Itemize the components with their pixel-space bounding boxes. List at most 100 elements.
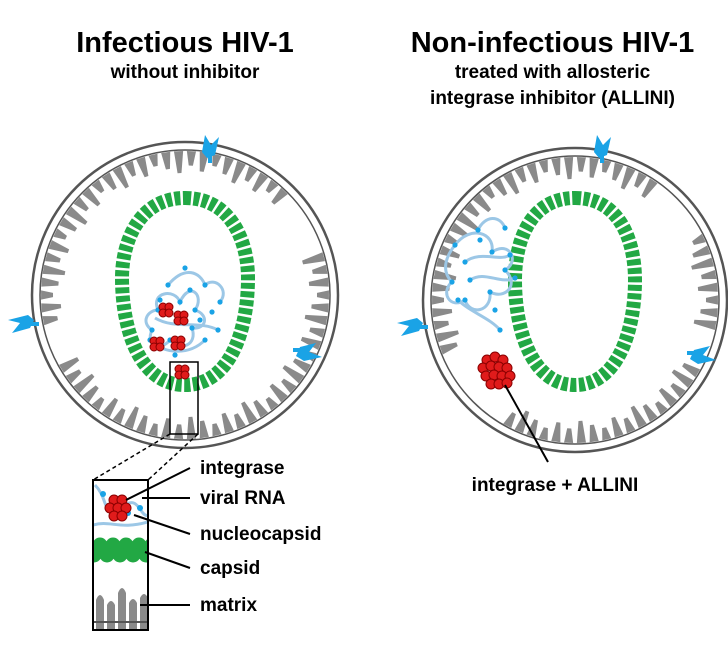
matrix-protein — [265, 396, 279, 411]
matrix-protein — [148, 423, 158, 437]
matrix-protein — [124, 406, 139, 430]
matrix-protein — [538, 427, 548, 441]
label-integrase: integrase — [200, 458, 284, 479]
matrix-protein — [602, 427, 612, 441]
matrix-protein — [538, 159, 548, 173]
matrix-protein — [308, 277, 329, 287]
matrix-protein — [65, 206, 88, 225]
zoom-line-left — [92, 433, 171, 481]
capsid-cone — [507, 190, 643, 393]
matrix-protein — [620, 166, 636, 190]
matrix-protein — [271, 187, 288, 205]
matrix-protein — [692, 245, 711, 258]
matrix-protein — [551, 157, 561, 176]
nucleocapsid-dot — [492, 307, 498, 313]
matrix-protein — [59, 217, 78, 232]
matrix-protein — [41, 290, 54, 300]
matrix-protein — [221, 412, 234, 434]
matrix-protein — [576, 157, 586, 172]
inset-integrase-cluster — [104, 494, 132, 522]
matrix-protein — [514, 166, 527, 183]
matrix-protein — [233, 413, 246, 430]
nucleocapsid-dot — [452, 242, 458, 248]
matrix-protein — [73, 196, 89, 212]
matrix-protein — [173, 424, 184, 439]
matrix-protein — [42, 264, 66, 276]
matrix-protein — [101, 397, 119, 418]
matrix-protein — [161, 418, 171, 439]
matrix-protein — [700, 308, 718, 318]
matrix-protein — [53, 228, 68, 240]
nucleocapsid-dot — [512, 275, 518, 281]
matrix-protein — [655, 401, 668, 415]
nucleocapsid-dot — [202, 337, 208, 343]
integrase-clusters — [149, 302, 190, 380]
matrix-protein — [316, 290, 329, 300]
matrix-protein — [112, 408, 126, 424]
matrix-protein — [312, 264, 328, 274]
matrix-protein — [464, 202, 480, 218]
matrix-protein — [432, 282, 450, 292]
matrix-protein — [112, 166, 129, 189]
right-panel-subtitle-line1: treated with allosteric — [454, 62, 651, 83]
left-panel-subtitle: without inhibitor — [110, 62, 260, 83]
matrix-protein — [432, 308, 453, 318]
matrix-protein — [292, 358, 311, 373]
matrix-protein — [503, 171, 520, 195]
nucleocapsid-dot — [462, 259, 468, 265]
matrix-protein — [526, 162, 539, 184]
matrix-protein — [576, 420, 586, 443]
matrix-protein — [91, 179, 105, 194]
nucleocapsid-dot — [197, 317, 203, 323]
matrix-protein — [670, 382, 686, 398]
viral-membrane-inner — [430, 155, 720, 445]
matrix-protein — [304, 314, 328, 326]
nucleocapsid-dot — [487, 289, 493, 295]
matrix-protein — [65, 369, 82, 384]
inset-frame — [92, 479, 149, 631]
matrix-protein — [444, 233, 458, 246]
nucleocapsid-dot — [202, 282, 208, 288]
envelope-spike-icon — [8, 315, 39, 333]
nucleocapsid-dot — [189, 325, 195, 331]
label-nucleocapsid: nucleocapsid — [200, 524, 321, 545]
matrix-protein — [682, 362, 701, 378]
matrix-protein — [697, 282, 718, 292]
matrix-protein — [449, 222, 468, 238]
nucleocapsid-dot — [177, 299, 183, 305]
matrix-protein — [589, 157, 599, 178]
nucleocapsid-dot — [215, 327, 221, 333]
matrix-protein — [551, 422, 561, 443]
matrix-protein — [436, 257, 452, 268]
matrix-protein — [693, 319, 717, 331]
nucleocapsid-dot — [172, 352, 178, 358]
nucleocapsid-dots — [147, 265, 223, 358]
matrix-protein — [433, 269, 457, 281]
matrix-protein — [503, 412, 516, 429]
matrix-protein — [634, 171, 647, 188]
matrix-protein — [41, 277, 59, 287]
label-capsid: capsid — [200, 558, 260, 579]
matrix-protein — [526, 419, 538, 438]
matrix-protein — [309, 327, 325, 338]
matrix-protein — [623, 417, 636, 434]
matrix-protein — [212, 423, 222, 437]
matrix-protein — [253, 399, 269, 418]
matrix-protein — [692, 233, 706, 246]
matrix-protein — [282, 365, 305, 384]
matrix-protein — [433, 320, 449, 331]
envelope-spike-icon — [293, 343, 322, 361]
nucleocapsid-dot — [477, 237, 483, 243]
nucleocapsid-dot — [475, 227, 481, 233]
matrix-protein — [45, 252, 61, 263]
infectious-virion — [8, 135, 340, 481]
matrix-protein — [564, 157, 574, 180]
nucleocapsid-dots — [449, 225, 518, 333]
matrix-protein — [472, 193, 492, 213]
matrix-protein — [691, 257, 714, 270]
nucleocapsid-dot — [217, 299, 223, 305]
matrix-protein — [136, 156, 149, 178]
capsid-cone — [114, 190, 256, 393]
matrix-protein — [48, 240, 70, 254]
